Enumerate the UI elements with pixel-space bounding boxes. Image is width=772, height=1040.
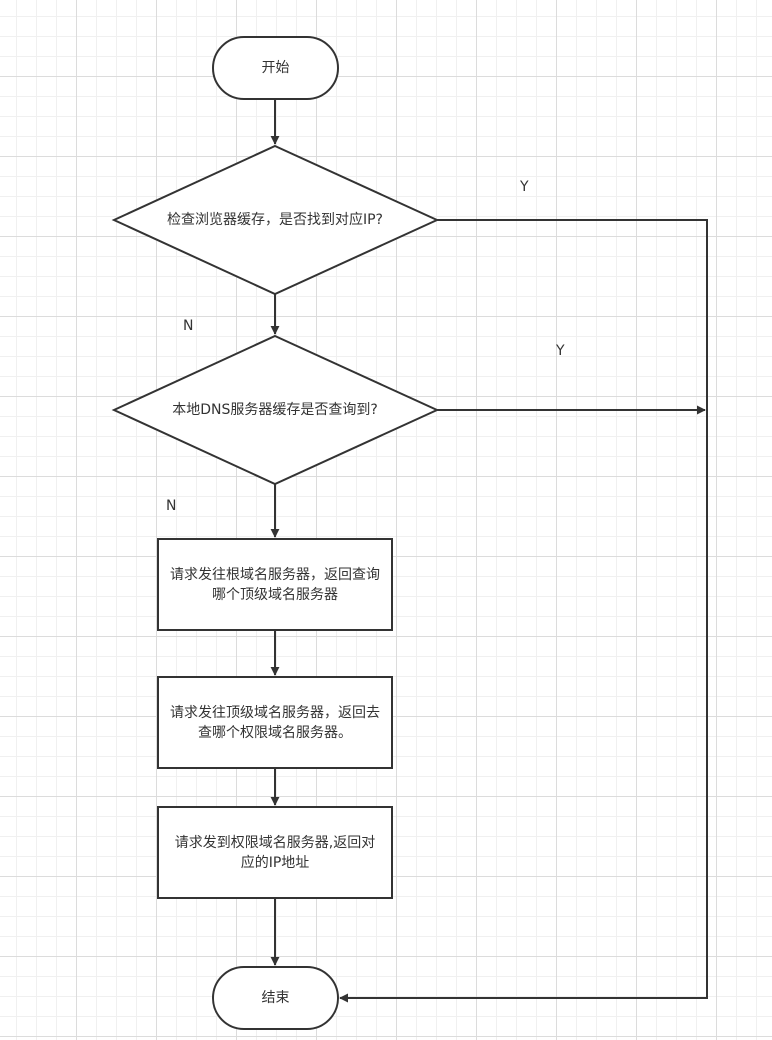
- tld-server-process-shape[interactable]: [157, 676, 393, 769]
- dns-yes-label: Y: [556, 343, 565, 359]
- browser-cache-decision-label: 检查浏览器缓存，是否找到对应IP?: [140, 200, 410, 240]
- authoritative-server-label: 请求发到权限域名服务器,返回对应的IP地址: [168, 812, 382, 893]
- arrow-browser-yes-to-end: [339, 219, 708, 1003]
- end-terminal-shape[interactable]: [212, 966, 339, 1030]
- tld-server-text: 请求发往顶级域名服务器，返回去查哪个权限域名服务器。: [170, 704, 380, 741]
- local-dns-decision-label: 本地DNS服务器缓存是否查询到?: [140, 390, 410, 430]
- end-text: 结束: [261, 990, 290, 1006]
- start-text: 开始: [261, 60, 290, 76]
- tld-server-label: 请求发往顶级域名服务器，返回去查哪个权限域名服务器。: [168, 682, 382, 763]
- authoritative-server-text: 请求发到权限域名服务器,返回对应的IP地址: [174, 834, 376, 871]
- browser-cache-question-text: 检查浏览器缓存，是否找到对应IP?: [166, 212, 383, 228]
- start-label: 开始: [213, 37, 338, 99]
- root-server-text: 请求发往根域名服务器，返回查询哪个顶级域名服务器: [170, 566, 380, 603]
- browser-yes-label: Y: [520, 179, 529, 195]
- dns-no-label: N: [166, 498, 177, 514]
- root-server-label: 请求发往根域名服务器，返回查询哪个顶级域名服务器: [168, 544, 382, 625]
- local-dns-question-text: 本地DNS服务器缓存是否查询到?: [172, 402, 378, 418]
- browser-no-label: N: [183, 318, 194, 334]
- end-label: 结束: [213, 967, 338, 1029]
- authoritative-server-process-shape[interactable]: [157, 806, 393, 899]
